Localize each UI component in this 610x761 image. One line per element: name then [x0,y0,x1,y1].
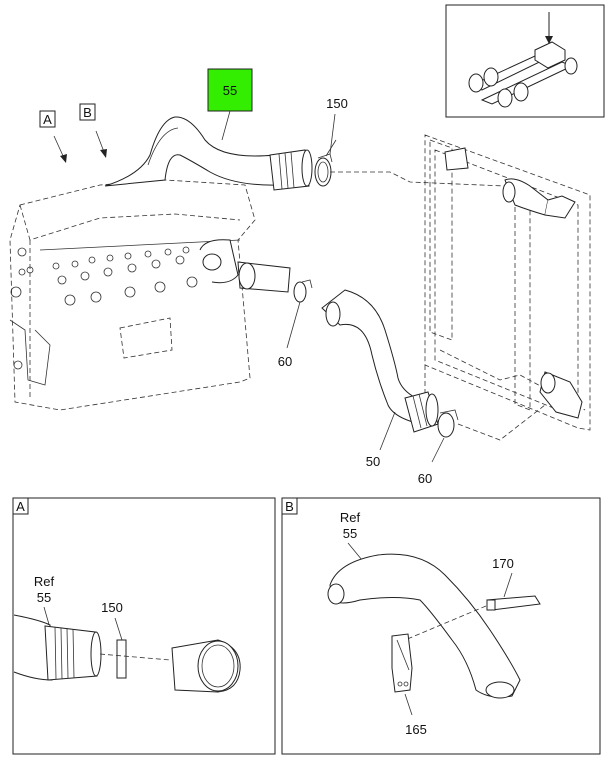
upper-hose-coupler [269,149,313,191]
detail-a-ref-num: 55 [37,590,51,605]
callout-55-highlight[interactable]: 55 [207,68,253,141]
view-marker-a-label: A [43,112,52,127]
callout-60-lower-label: 60 [418,471,432,486]
detail-b-tag: B [285,499,294,514]
view-marker-b[interactable]: B [79,103,107,158]
detail-a-fitting [171,639,241,693]
detail-a-clamp-label: 150 [101,600,123,615]
detail-a-ref: Ref [34,574,55,589]
detail-panel-b: B Ref 55 170 165 [281,497,601,755]
callout-55-label: 55 [223,83,237,98]
detail-b-bracket-label: 165 [405,722,427,737]
detail-b-clip-label: 170 [492,556,514,571]
detail-b-clip-170[interactable] [486,595,541,611]
radiator [424,134,591,431]
detail-a-clamp[interactable] [116,639,127,679]
view-marker-a[interactable]: A [39,110,67,163]
engine-block [9,179,256,411]
upper-hose-55[interactable] [104,116,313,191]
callout-60-upper-label: 60 [278,354,292,369]
callout-50-label: 50 [366,454,380,469]
clamp-60-lower[interactable]: 60 [418,409,459,486]
detail-b-bracket-165[interactable] [391,633,413,693]
chassis-locator-icon [445,4,605,118]
callout-150-label: 150 [326,96,348,111]
engine-outlet-elbow [199,239,291,293]
view-marker-b-label: B [83,105,92,120]
detail-b-hose[interactable] [327,553,521,699]
detail-a-hose-coupler [44,625,102,681]
clamp-60-upper[interactable]: 60 [278,279,313,369]
lower-hose-50[interactable]: 50 [321,289,439,469]
detail-panel-a: A Ref 55 150 [12,497,276,755]
detail-b-ref-num: 55 [343,526,357,541]
detail-a-tag: A [16,499,25,514]
detail-b-ref: Ref [340,510,361,525]
clamp-150[interactable]: 150 [314,96,348,187]
